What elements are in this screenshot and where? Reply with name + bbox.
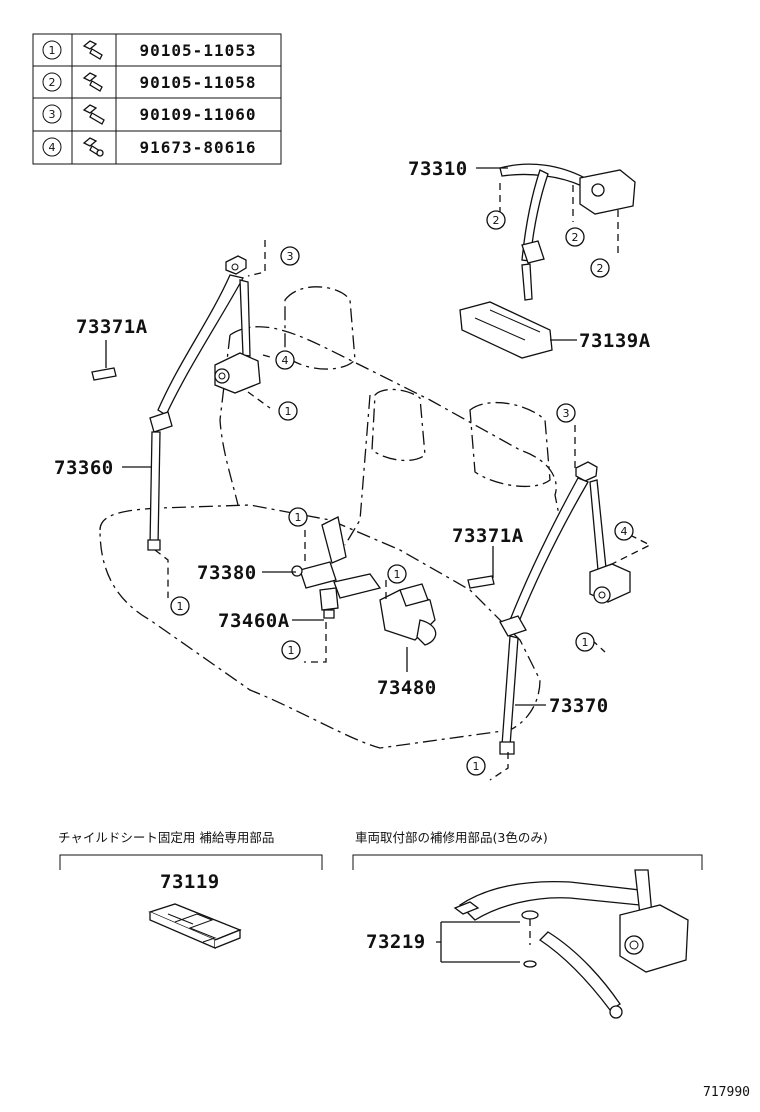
marker-4: 4: [614, 521, 634, 541]
svg-text:2: 2: [597, 262, 604, 275]
child-seat-section: チャイルドシート固定用 補給専用部品 73119: [58, 830, 323, 949]
repair-caption: 車両取付部の補修用部品(3色のみ): [355, 830, 548, 845]
index-circle: [42, 104, 62, 124]
retractor-73310[interactable]: [499, 163, 636, 301]
svg-text:1: 1: [177, 600, 184, 613]
svg-text:1: 1: [582, 636, 589, 649]
fastener-index: 1: [49, 44, 56, 57]
marker-2: 2: [486, 210, 506, 230]
callout-73219[interactable]: 73219: [366, 931, 426, 953]
marker-1: 1: [281, 640, 301, 660]
marker-1: 1: [288, 507, 308, 527]
bracket-73139A[interactable]: [459, 301, 553, 359]
cover-73371A-left[interactable]: [91, 367, 117, 381]
callout-73370[interactable]: 73370: [549, 695, 609, 717]
rear-seat-outline: [99, 286, 561, 749]
fastener-index: 2: [49, 76, 56, 89]
callout-73139A[interactable]: 73139A: [579, 330, 651, 352]
fastener-table: 1 90105-11053 2 90105-11058 3: [32, 33, 282, 165]
cover-73371A-right[interactable]: [467, 575, 495, 589]
marker-1: 1: [170, 596, 190, 616]
fastener-row[interactable]: 1 90105-11053: [42, 40, 257, 60]
fastener-markers: 2 2 2 3 4 1 1 1 1 1 3 4 1 1: [170, 210, 634, 776]
svg-text:3: 3: [287, 250, 294, 263]
diagram-reference-number: 717990: [703, 1085, 750, 1100]
svg-text:2: 2: [572, 231, 579, 244]
fastener-table-frame: [32, 33, 282, 165]
center-buckle-73380[interactable]: [291, 516, 382, 599]
fastener-index: 3: [49, 108, 56, 121]
callout-73380[interactable]: 73380: [197, 562, 257, 584]
svg-text:4: 4: [621, 525, 628, 538]
svg-text:1: 1: [295, 511, 302, 524]
svg-text:3: 3: [563, 407, 570, 420]
fastener-row[interactable]: 3 90109-11060: [42, 104, 257, 125]
child-seat-anchor-cover[interactable]: [148, 903, 242, 949]
part-number: 90109-11060: [140, 105, 257, 124]
child-seat-caption: チャイルドシート固定用 補給専用部品: [58, 830, 274, 845]
callout-73310[interactable]: 73310: [408, 158, 468, 180]
bolt-icon: [82, 72, 103, 92]
bolt-icon: [82, 104, 105, 125]
retractor-assembly-illustration: [453, 869, 689, 1019]
svg-text:1: 1: [285, 405, 292, 418]
index-circle: [42, 72, 62, 92]
callout-73360[interactable]: 73360: [54, 457, 114, 479]
callout-73460A[interactable]: 73460A: [218, 610, 290, 632]
marker-1: 1: [575, 632, 595, 652]
buckle-73460A[interactable]: [319, 587, 339, 619]
fastener-row[interactable]: 4 91673-80616: [42, 137, 257, 157]
svg-text:4: 4: [282, 354, 289, 367]
marker-4: 4: [275, 350, 295, 370]
callout-73480[interactable]: 73480: [377, 677, 437, 699]
buckle-73480[interactable]: [379, 583, 437, 646]
part-number: 90105-11053: [140, 41, 257, 60]
left-outer-belt[interactable]: [147, 255, 261, 551]
callout-73371A-right[interactable]: 73371A: [452, 525, 524, 547]
svg-text:1: 1: [288, 644, 295, 657]
svg-text:2: 2: [493, 214, 500, 227]
right-outer-belt[interactable]: [499, 461, 631, 755]
callout-73119[interactable]: 73119: [160, 871, 220, 893]
fastener-index: 4: [49, 141, 56, 154]
marker-3: 3: [556, 403, 576, 423]
callout-73371A-left[interactable]: 73371A: [76, 316, 148, 338]
fastener-row[interactable]: 2 90105-11058: [42, 72, 257, 92]
marker-1: 1: [278, 401, 298, 421]
svg-text:1: 1: [473, 760, 480, 773]
callout-labels: 73310 73139A 73371A 73360 73380 73460A 7…: [54, 158, 651, 717]
bolt-icon: [82, 40, 103, 60]
marker-1: 1: [387, 564, 407, 584]
svg-text:1: 1: [394, 568, 401, 581]
index-circle: [42, 137, 62, 157]
marker-1: 1: [466, 756, 486, 776]
part-number: 90105-11058: [140, 73, 257, 92]
repair-parts-section: 車両取付部の補修用部品(3色のみ) 73219: [352, 830, 703, 1019]
part-number: 91673-80616: [140, 138, 257, 157]
bolt-icon: [82, 137, 104, 157]
marker-3: 3: [280, 246, 300, 266]
index-circle: [42, 40, 62, 60]
leader-lines: [105, 167, 652, 781]
marker-2: 2: [565, 227, 585, 247]
marker-2: 2: [590, 258, 610, 278]
